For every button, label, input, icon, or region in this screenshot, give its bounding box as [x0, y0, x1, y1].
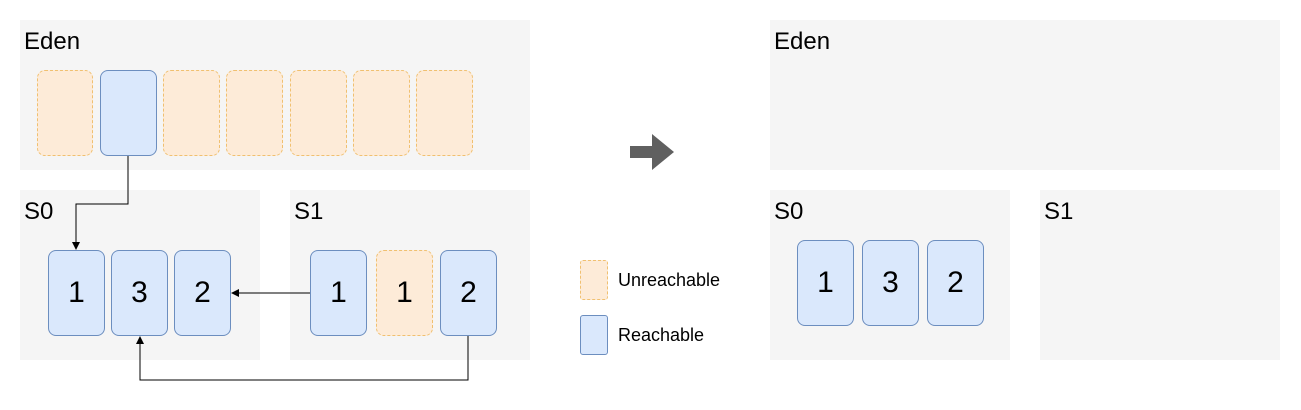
- before-eden-label: Eden: [24, 28, 81, 55]
- before-s0-label: S0: [24, 198, 54, 225]
- after-s0-object-1: 1: [797, 240, 854, 326]
- eden-object-4: [226, 70, 283, 156]
- after-s1-label: S1: [1044, 198, 1074, 225]
- eden-object-7: [416, 70, 473, 156]
- s1-object-2: 1: [376, 250, 433, 336]
- before-s1-label: S1: [294, 198, 324, 225]
- after-eden-region: Eden: [770, 20, 1280, 170]
- s1-object-3: 2: [440, 250, 497, 336]
- eden-object-3: [163, 70, 220, 156]
- s0-object-2: 3: [111, 250, 168, 336]
- s0-object-3: 2: [174, 250, 231, 336]
- after-s0-object-3: 2: [927, 240, 984, 326]
- after-s1-region: S1: [1040, 190, 1280, 360]
- s0-object-1: 1: [48, 250, 105, 336]
- eden-object-2: [100, 70, 157, 156]
- after-s0-label: S0: [774, 198, 804, 225]
- legend-unreachable-swatch: [580, 260, 608, 300]
- legend-reachable-label: Reachable: [618, 325, 705, 345]
- eden-object-5: [290, 70, 347, 156]
- eden-object-1: [37, 70, 93, 156]
- legend-reachable-swatch: [580, 315, 608, 355]
- legend-unreachable-label: Unreachable: [618, 270, 721, 290]
- eden-object-6: [353, 70, 410, 156]
- after-s0-object-2: 3: [862, 240, 919, 326]
- after-eden-label: Eden: [774, 28, 831, 55]
- right-arrow-icon: [628, 130, 676, 179]
- s1-object-1: 1: [310, 250, 367, 336]
